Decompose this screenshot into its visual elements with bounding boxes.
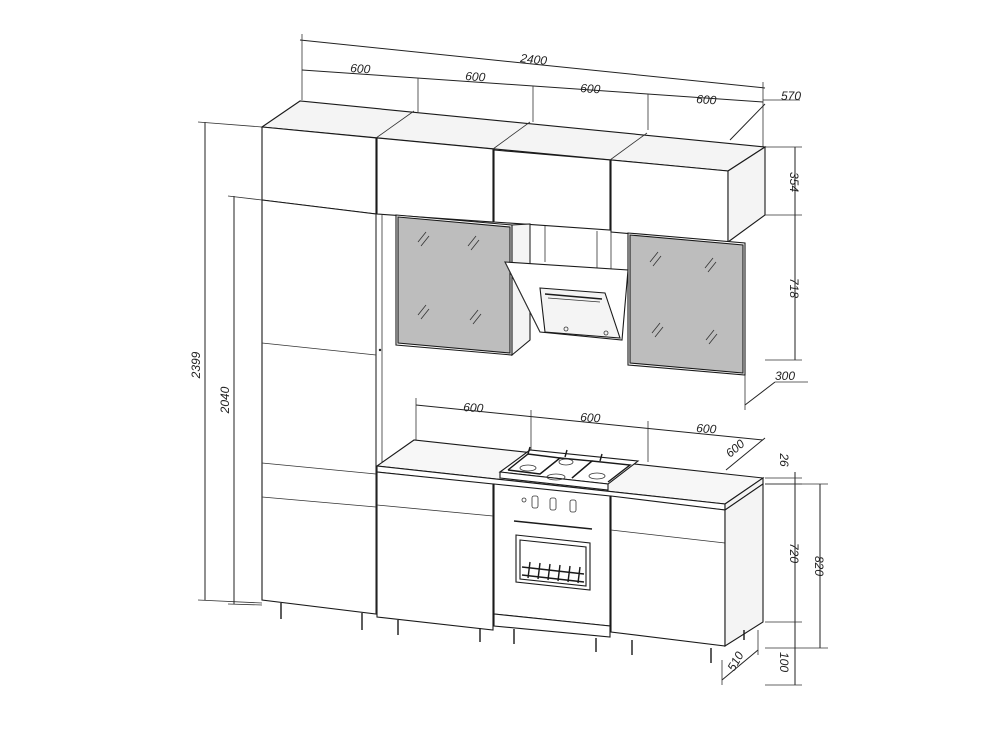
tall-column [261,199,383,630]
oven [513,495,593,591]
dim-module-4: 600 [696,92,717,107]
dim-module-2: 600 [465,69,486,84]
dim-base-module-3: 600 [696,421,717,436]
dim-module-3: 600 [580,81,601,96]
dim-worktop-thickness: 26 [777,452,791,467]
dim-module-1: 600 [350,61,371,76]
dim-leg-height: 100 [777,652,791,672]
right-dimensions: 354 718 300 26 720 820 100 510 [721,146,828,686]
dim-column-height: 2040 [218,386,232,414]
dim-base-module-1: 600 [463,400,484,415]
wall-cabinets [395,214,746,376]
dim-total-width: 2400 [519,51,548,68]
upper-box-cabinets [260,100,767,244]
range-hood [504,261,629,341]
gas-hob [498,446,640,491]
dim-top-box-height: 354 [787,172,801,192]
base-cabinets [376,471,764,663]
dim-base-body-height: 720 [787,543,801,563]
dim-base-total-height: 820 [812,556,826,576]
dim-plinth-depth: 510 [724,649,746,674]
dim-upper-depth: 570 [781,89,801,103]
dim-wall-cabinet-depth: 300 [775,369,795,383]
dim-wall-cabinet-height: 718 [787,278,801,298]
dim-base-module-2: 600 [580,410,601,425]
left-dimensions: 2399 2040 [189,121,263,606]
dim-total-height: 2399 [189,351,203,379]
top-dimensions: 2400 600 600 600 600 570 [299,34,801,148]
dim-base-depth: 600 [723,436,748,460]
